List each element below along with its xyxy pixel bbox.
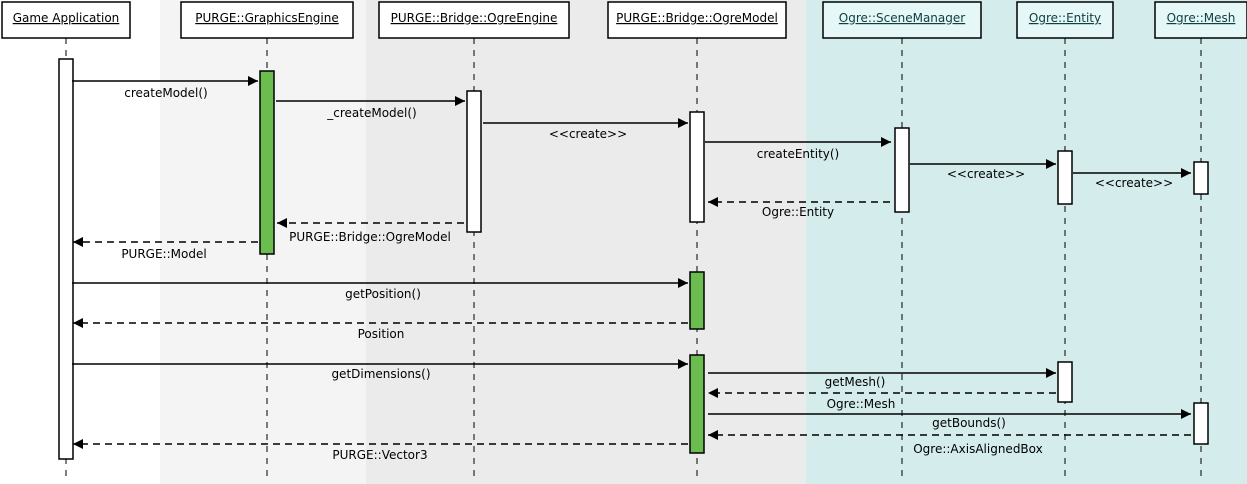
participant-box-game [1, 1, 131, 39]
message-14-call: getBounds() [708, 409, 1191, 430]
activation-mesh-10 [1193, 402, 1209, 445]
activation-ogreModel-7 [689, 271, 705, 330]
message-label-16: PURGE::Vector3 [332, 448, 427, 462]
message-label-13: Ogre::Mesh [827, 397, 896, 411]
message-7-return: PURGE::Bridge::OgreModel [277, 218, 464, 244]
message-label-10: Position [358, 327, 405, 341]
message-label-9: getPosition() [345, 287, 421, 301]
message-label-2: <<create>> [549, 127, 627, 141]
participant-sceneMgr: Ogre::SceneManager [822, 1, 982, 39]
participant-label-entity: Ogre::Entity [1029, 11, 1101, 25]
participant-headers: Game Application PURGE::GraphicsEngine PUR… [1, 1, 1247, 39]
participant-label-game: Game Application [13, 11, 120, 25]
band-purge-bridge [366, 0, 806, 484]
activation-game-0 [58, 58, 74, 460]
message-0-call: createModel() [72, 76, 258, 100]
messages: createModel() _createModel() <<create>> cre… [72, 76, 1191, 462]
participant-label-engine: PURGE::GraphicsEngine [195, 11, 338, 25]
participant-entity: Ogre::Entity [1016, 1, 1114, 39]
message-2-call: <<create>> [483, 118, 688, 141]
activation-ogreModel-3 [689, 111, 705, 223]
participant-ogreModel: PURGE::Bridge::OgreModel [607, 1, 787, 39]
activation-ogreModel-8 [689, 354, 705, 454]
activation-ogreEngine-2 [466, 90, 482, 233]
message-label-3: createEntity() [757, 147, 840, 161]
activation-entity-9 [1057, 361, 1073, 403]
participant-box-engine [180, 1, 354, 39]
activation-mesh-6 [1193, 161, 1209, 195]
participant-box-mesh [1154, 1, 1247, 39]
message-label-5: <<create>> [1095, 176, 1173, 190]
activation-engine-1 [259, 70, 275, 255]
message-label-8: PURGE::Model [121, 247, 206, 261]
message-label-11: getDimensions() [331, 367, 430, 381]
message-label-15: Ogre::AxisAlignedBox [913, 442, 1043, 456]
message-5-call: <<create>> [1073, 168, 1191, 190]
participant-mesh: Ogre::Mesh [1154, 1, 1247, 39]
message-4-call: <<create>> [910, 159, 1056, 181]
participant-engine: PURGE::GraphicsEngine [180, 1, 354, 39]
participant-label-ogreModel: PURGE::Bridge::OgreModel [616, 11, 778, 25]
activation-bars [58, 58, 1209, 460]
message-label-0: createModel() [124, 86, 207, 100]
message-16-return: PURGE::Vector3 [73, 439, 688, 462]
message-13-return: Ogre::Mesh [708, 388, 1056, 411]
message-label-1: _createModel() [326, 106, 416, 120]
message-11-call: getDimensions() [72, 359, 688, 381]
band-ogre [806, 0, 1247, 484]
message-15-return: Ogre::AxisAlignedBox [708, 430, 1191, 456]
participant-label-sceneMgr: Ogre::SceneManager [839, 11, 965, 25]
participant-box-sceneMgr [822, 1, 982, 39]
message-12-call: getMesh() [708, 368, 1056, 389]
participant-box-entity [1016, 1, 1114, 39]
participant-label-ogreEngine: PURGE::Bridge::OgreEngine [391, 11, 558, 25]
participant-box-ogreModel [607, 1, 787, 39]
background-bands [160, 0, 1247, 484]
participant-label-mesh: Ogre::Mesh [1167, 11, 1236, 25]
activation-sceneMgr-4 [894, 127, 910, 213]
message-3-call: createEntity() [705, 137, 891, 161]
message-1-call: _createModel() [276, 96, 465, 120]
message-8-return: PURGE::Model [73, 237, 258, 261]
message-label-7: PURGE::Bridge::OgreModel [289, 230, 451, 244]
message-10-return: Position [73, 318, 688, 341]
activation-entity-5 [1057, 150, 1073, 205]
participant-ogreEngine: PURGE::Bridge::OgreEngine [378, 1, 570, 39]
participant-box-ogreEngine [378, 1, 570, 39]
message-label-6: Ogre::Entity [762, 205, 834, 219]
participant-game: Game Application [1, 1, 131, 39]
message-label-14: getBounds() [932, 416, 1006, 430]
message-label-4: <<create>> [947, 167, 1025, 181]
message-label-12: getMesh() [825, 375, 886, 389]
message-9-call: getPosition() [72, 278, 688, 301]
message-6-return: Ogre::Entity [708, 197, 890, 219]
